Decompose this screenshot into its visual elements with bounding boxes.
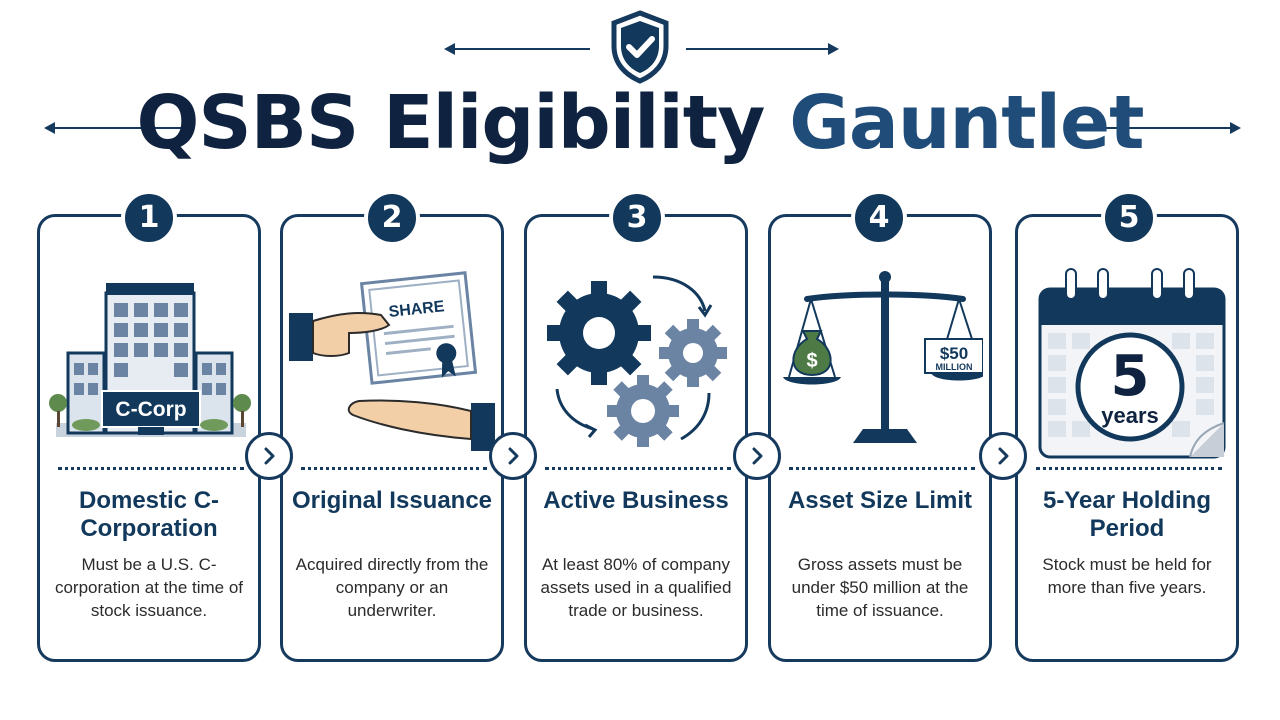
right-arrow-line <box>1098 127 1233 129</box>
weight-amount-label: $50 <box>940 344 968 363</box>
step-5-title: 5-Year Holding Period <box>1042 487 1212 542</box>
step-3-title: Active Business <box>543 487 729 514</box>
dotted-divider <box>789 467 975 470</box>
step-4-title: Asset Size Limit <box>787 487 973 514</box>
step-4-description: Gross assets must be under $50 million a… <box>791 555 969 620</box>
gears-icon <box>547 275 727 447</box>
calendar-number: 5 <box>1111 344 1150 409</box>
step-card-5: 5 years 5-Year Holding Period Stock must… <box>1015 214 1239 662</box>
share-certificate-handoff-icon: SHARE <box>289 271 495 451</box>
dotted-divider <box>58 467 244 470</box>
title-part-2: Gauntlet <box>789 80 1144 166</box>
balance-scale-icon: $ $50 MILLION <box>783 271 983 443</box>
page-title: QSBS Eligibility Gauntlet <box>0 78 1280 168</box>
step-3-description: At least 80% of company assets used in a… <box>540 555 732 620</box>
step-4-badge: 4 <box>851 190 907 246</box>
step-3-badge: 3 <box>609 190 665 246</box>
step-5-description: Stock must be held for more than five ye… <box>1042 555 1212 597</box>
step-2-description: Acquired directly from the company or an… <box>295 555 489 620</box>
office-building-icon: C-Corp <box>49 283 251 437</box>
c-corp-sign-label: C-Corp <box>115 398 186 421</box>
dotted-divider <box>301 467 487 470</box>
left-arrow-line <box>52 127 192 129</box>
step-1-description: Must be a U.S. C-corporation at the time… <box>54 555 244 620</box>
chevron-right-icon <box>979 432 1027 480</box>
weight-unit-label: MILLION <box>936 362 973 372</box>
chevron-right-icon <box>489 432 537 480</box>
step-card-3: Active Business At least 80% of company … <box>524 214 748 662</box>
chevron-right-icon <box>733 432 781 480</box>
top-right-arrow-line <box>686 48 830 50</box>
shield-check-icon <box>611 10 669 84</box>
step-2-badge: 2 <box>364 190 420 246</box>
title-part-1: QSBS Eligibility <box>136 80 765 166</box>
chevron-right-icon <box>245 432 293 480</box>
step-card-4: $ $50 MILLION Asset Size Limit Gross ass… <box>768 214 992 662</box>
step-1-title: Domestic C-Corporation <box>78 487 220 542</box>
right-arrow-head-icon <box>1230 122 1241 134</box>
step-5-badge: 5 <box>1101 190 1157 246</box>
share-certificate-label: SHARE <box>388 298 446 321</box>
step-1-badge: 1 <box>121 190 177 246</box>
calendar-icon: 5 years <box>1038 268 1226 459</box>
step-card-2: SHARE Original Issuance Acquired directl… <box>280 214 504 662</box>
left-arrow-head-icon <box>44 122 55 134</box>
step-card-1: C-Corp Domestic C-Corporation Must be a … <box>37 214 261 662</box>
step-2-title: Original Issuance <box>291 487 493 514</box>
calendar-unit: years <box>1101 403 1159 428</box>
top-left-arrow-line <box>452 48 590 50</box>
top-right-arrow-head-icon <box>828 43 839 55</box>
dotted-divider <box>545 467 731 470</box>
svg-text:$: $ <box>806 350 817 372</box>
top-left-arrow-head-icon <box>444 43 455 55</box>
dotted-divider <box>1036 467 1222 470</box>
